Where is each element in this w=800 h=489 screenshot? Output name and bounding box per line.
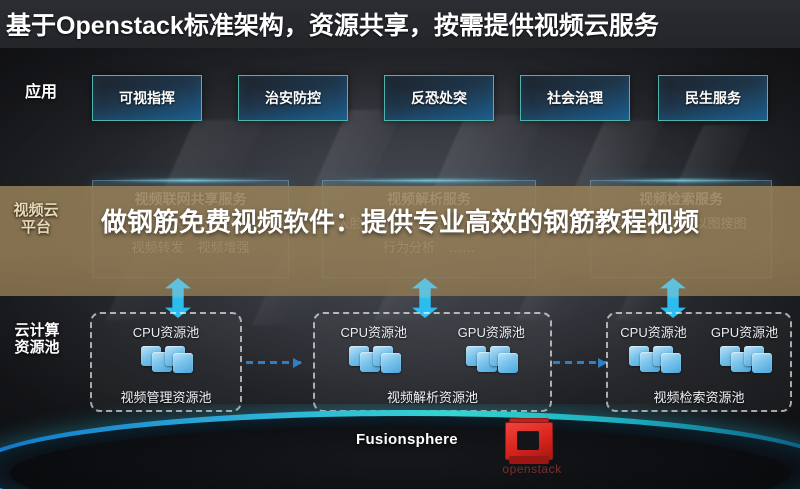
pool-column: CPU资源池 xyxy=(92,322,240,378)
pool-footer-label: 视频管理资源池 xyxy=(120,390,212,405)
title-bar: 基于Openstack标准架构，资源共享，按需提供视频云服务 xyxy=(0,0,800,48)
pool-connector-right xyxy=(553,358,607,368)
arrow-up-icon xyxy=(412,278,438,298)
server-stack-icon xyxy=(347,344,401,378)
arrow-up-icon xyxy=(165,278,191,298)
app-box-label: 民生服务 xyxy=(685,90,741,106)
server-stack-icon xyxy=(627,344,681,378)
panel-glow-accent xyxy=(335,179,523,182)
pool-column-caption: CPU资源池 xyxy=(340,325,407,340)
openstack-logo-icon xyxy=(505,418,553,464)
openstack-label: openstack xyxy=(502,462,562,476)
pool-column: CPU资源池 xyxy=(315,322,433,378)
server-stack-icon xyxy=(464,344,519,378)
layer-label-application: 应用 xyxy=(24,84,57,101)
resource-pool-video-retrieval[interactable]: CPU资源池 GPU资源池 视频检索资源池 xyxy=(606,312,792,412)
application-layer-row: 可视指挥 治安防控 反恐处突 社会治理 民生服务 xyxy=(92,75,792,121)
fusionsphere-label: Fusionsphere xyxy=(356,431,458,448)
dashed-line xyxy=(553,361,607,364)
resource-pool-video-analysis[interactable]: CPU资源池 GPU资源池 视频解析资源池 xyxy=(313,312,552,412)
resource-pool-video-management[interactable]: CPU资源池 视频管理资源池 xyxy=(90,312,242,412)
pool-columns: CPU资源池 GPU资源池 xyxy=(608,322,790,384)
pool-column: GPU资源池 xyxy=(433,322,551,378)
arrow-up-icon xyxy=(660,278,686,298)
app-box-label: 反恐处突 xyxy=(411,90,467,106)
pool-connector-left xyxy=(246,358,302,368)
app-box-label: 治安防控 xyxy=(265,90,321,106)
app-box-label: 可视指挥 xyxy=(119,90,175,106)
app-box-public-services[interactable]: 民生服务 xyxy=(658,75,768,121)
arrow-right-icon xyxy=(598,358,607,368)
pool-column-caption: CPU资源池 xyxy=(132,325,200,340)
pool-column: CPU资源池 xyxy=(608,322,699,378)
pool-columns: CPU资源池 xyxy=(92,322,240,384)
server-stack-icon xyxy=(718,344,772,378)
layer-label-line: 视频云 xyxy=(13,202,59,219)
server-stack-icon xyxy=(139,344,193,378)
layer-label-line: 资源池 xyxy=(14,339,60,357)
pool-columns: CPU资源池 GPU资源池 xyxy=(315,322,550,384)
layer-label-video-cloud-platform: 视频云 平台 xyxy=(4,202,68,237)
overlay-caption: 做钢筋免费视频软件：提供专业高效的钢筋教程视频 xyxy=(100,207,699,237)
panel-glow-accent xyxy=(104,179,277,182)
pool-column-caption: GPU资源池 xyxy=(710,325,779,340)
app-box-counter-terrorism[interactable]: 反恐处突 xyxy=(384,75,494,121)
layer-label-line: 云计算 xyxy=(14,322,60,339)
panel-glow-accent xyxy=(601,179,761,182)
watermark-band xyxy=(0,186,800,296)
app-box-public-security[interactable]: 治安防控 xyxy=(238,75,348,121)
app-box-label: 社会治理 xyxy=(547,90,603,106)
pool-footer-label: 视频解析资源池 xyxy=(386,390,478,405)
pool-column-caption: CPU资源池 xyxy=(620,325,687,340)
pool-column: GPU资源池 xyxy=(699,322,790,378)
app-box-social-governance[interactable]: 社会治理 xyxy=(520,75,630,121)
dashed-line xyxy=(246,361,302,364)
platform-base: Fusionsphere openstack xyxy=(0,404,800,489)
layer-label-line: 平台 xyxy=(20,219,51,237)
arrow-right-icon xyxy=(293,358,302,368)
layer-label-cloud-resource-pool: 云计算 资源池 xyxy=(2,322,72,357)
pool-footer-label: 视频检索资源池 xyxy=(653,390,745,405)
pool-column-caption: GPU资源池 xyxy=(457,325,525,340)
app-box-visual-command[interactable]: 可视指挥 xyxy=(92,75,202,121)
page-title: 基于Openstack标准架构，资源共享，按需提供视频云服务 xyxy=(6,12,659,40)
